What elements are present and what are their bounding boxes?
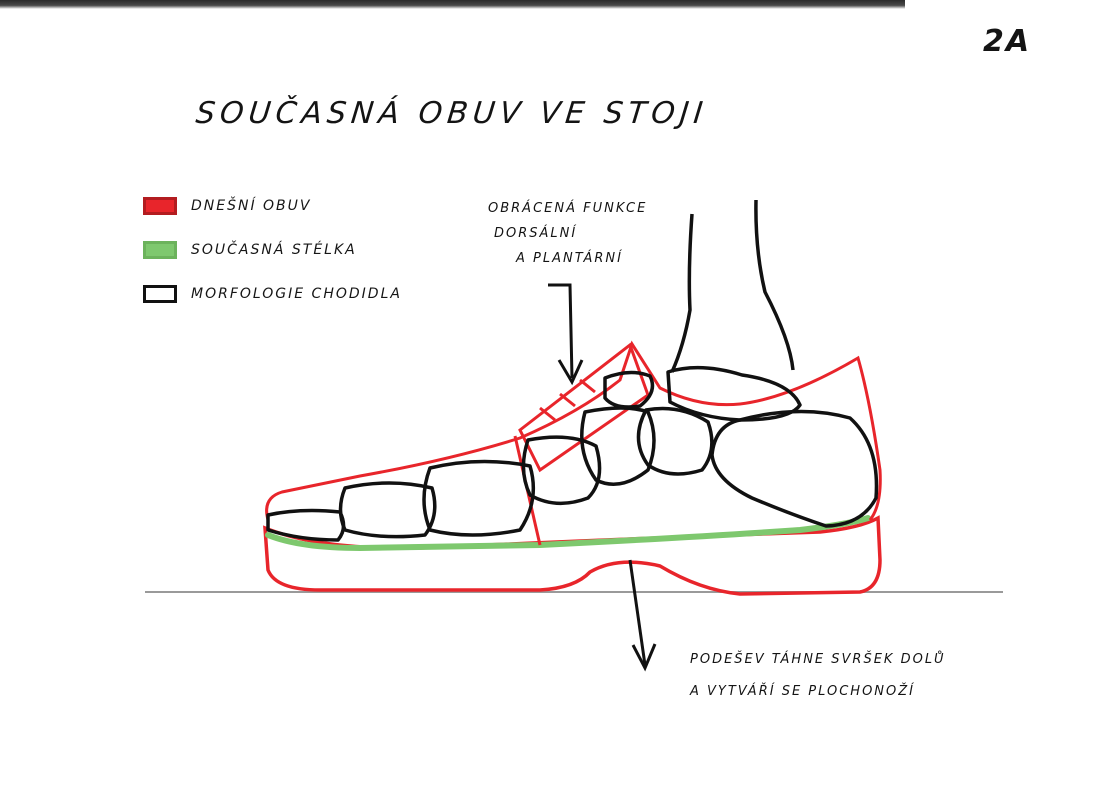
shoe-upper [267, 344, 881, 520]
leg-outline [672, 200, 793, 372]
arrow-sole-down [630, 560, 645, 665]
